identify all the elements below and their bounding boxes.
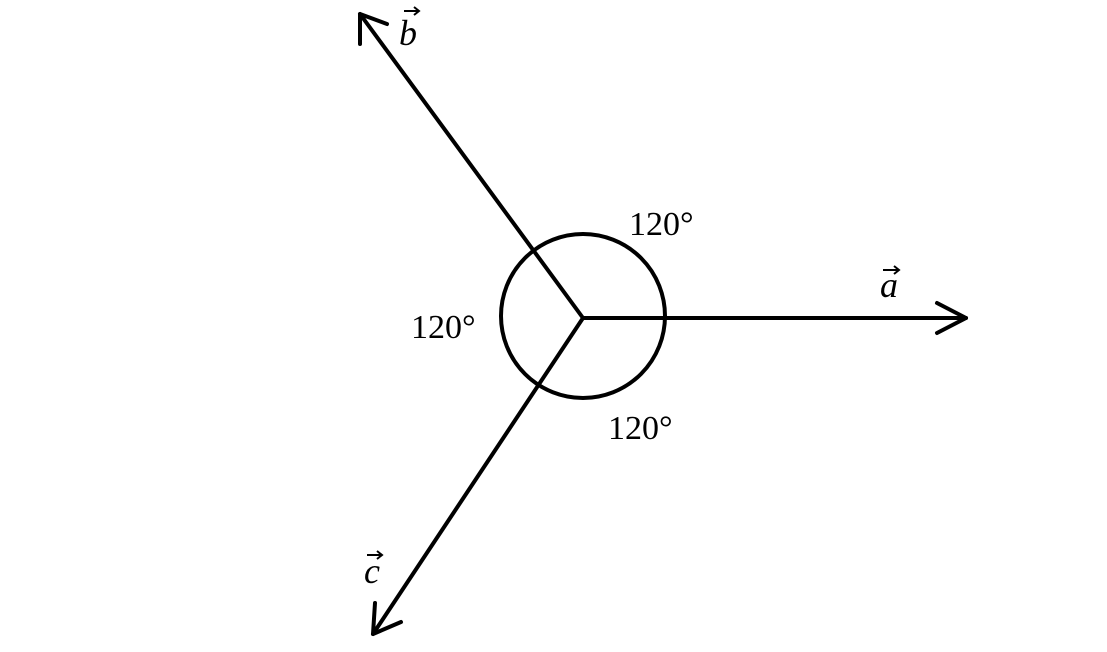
vector-b-shaft [358, 12, 585, 320]
vector-a-label: a [880, 265, 898, 305]
vector-c-label-group: c [364, 550, 384, 591]
vector-a [581, 301, 968, 335]
vector-c [371, 316, 585, 636]
vector-c-arrowhead [371, 601, 403, 636]
angle-label-a-b: 120° [629, 206, 694, 243]
vector-b-label: b [399, 13, 417, 53]
vector-c-shaft [371, 316, 585, 636]
vector-b-arrowhead [358, 12, 389, 46]
angle-label-b-c: 120° [411, 309, 476, 346]
vector-c-label: c [364, 551, 380, 591]
vector-b [358, 12, 585, 320]
vector-a-label-group: a [880, 265, 901, 305]
angle-label-c-a: 120° [608, 410, 673, 447]
vector-a-accent-head-icon [893, 265, 901, 275]
vector-a-arrowhead [935, 301, 968, 335]
vector-b-accent-head-icon [413, 6, 421, 16]
vector-b-label-group: b [399, 6, 421, 53]
vector-c-accent-head-icon [376, 550, 384, 560]
